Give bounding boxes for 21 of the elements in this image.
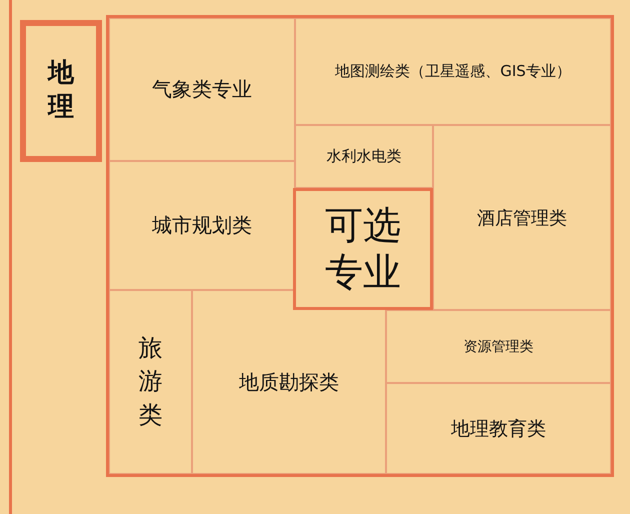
frame-box	[106, 15, 614, 477]
category-cell	[109, 290, 192, 474]
category-label: 城市规划类	[151, 212, 253, 239]
category-label: 气象类专业	[151, 76, 253, 103]
title-box	[20, 20, 102, 162]
category-cell	[295, 18, 611, 125]
category-label: 地质勘探类	[238, 368, 340, 396]
category-label: 酒店管理类	[476, 206, 568, 230]
category-label: 资源管理类	[462, 338, 534, 356]
heading-text: 地理	[46, 57, 76, 124]
category-label: 地图测绘类（卫星遥感、GIS专业）	[334, 62, 572, 81]
category-cell	[386, 310, 611, 383]
category-cell	[109, 18, 295, 161]
category-label: 旅游类	[137, 332, 164, 431]
category-label: 水利水电类	[326, 147, 402, 166]
heading-text: 可选专业	[324, 202, 402, 296]
center-box	[293, 188, 433, 310]
category-cell	[433, 125, 611, 310]
category-cell	[295, 125, 433, 188]
category-label: 地理教育类	[450, 416, 547, 442]
category-cell	[386, 383, 611, 474]
